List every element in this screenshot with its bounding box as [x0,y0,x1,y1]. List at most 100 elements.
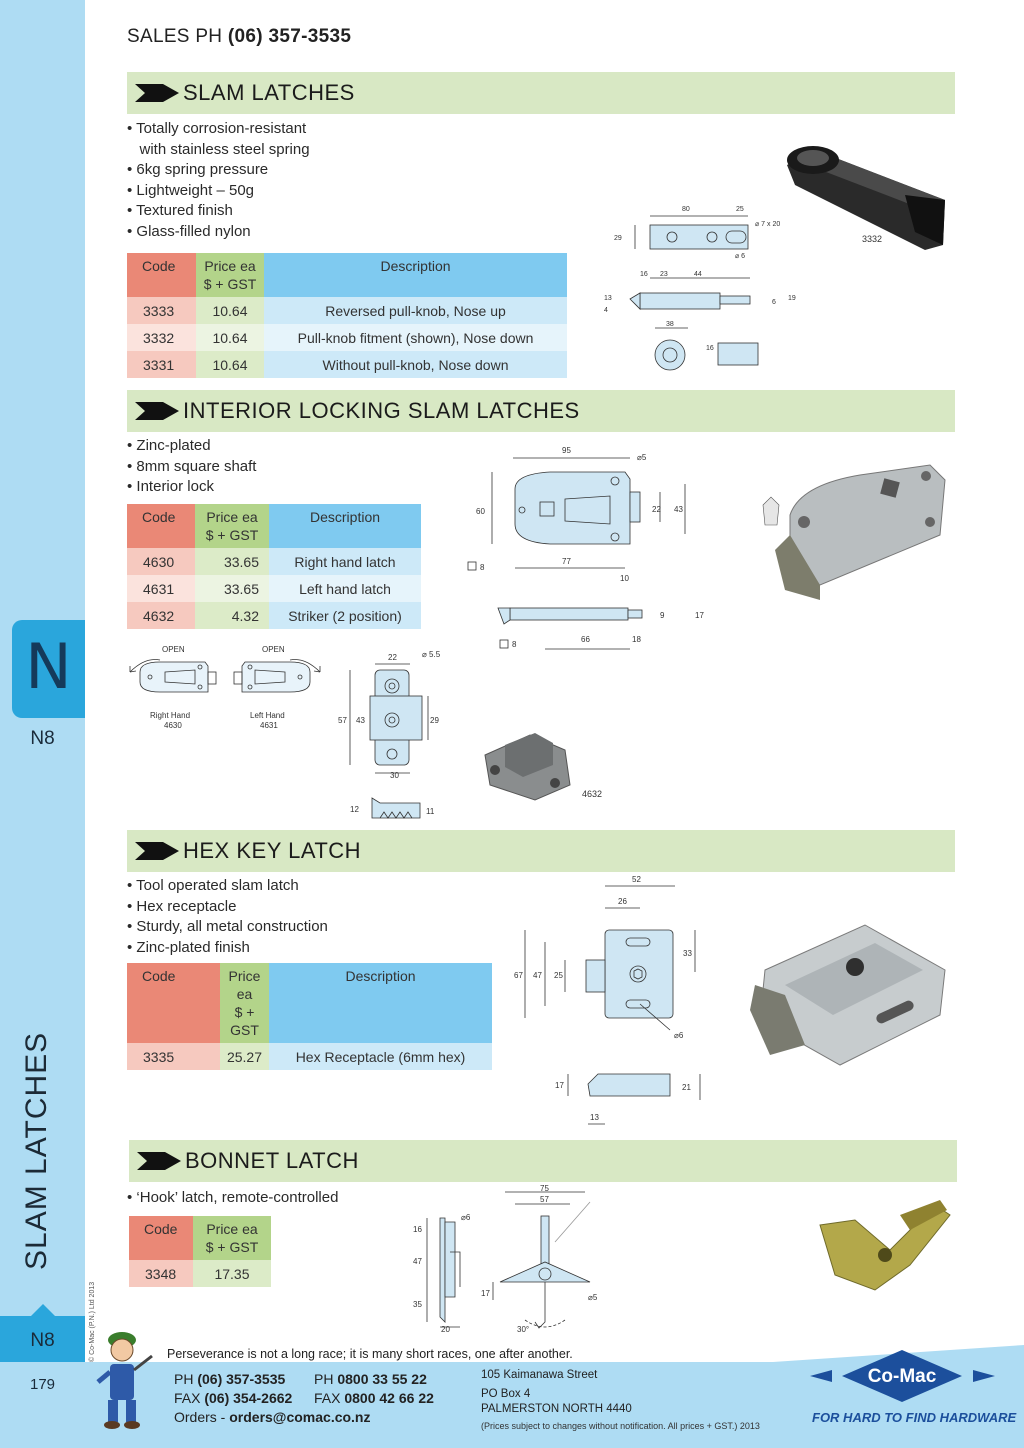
svg-text:95: 95 [562,446,571,455]
footer-orders[interactable]: Orders - orders@comac.co.nz [174,1409,371,1425]
section-title: SLAM LATCHES [183,80,355,105]
svg-text:29: 29 [614,235,622,242]
svg-text:Right Hand: Right Hand [150,711,190,720]
svg-text:26: 26 [618,897,627,906]
interior-latch-drawing: 95 ⌀5 60 22 43 77 10 8 9 17 66 18 8 [467,446,704,650]
svg-text:25: 25 [554,971,563,980]
address-line: PO Box 4 [481,1388,531,1400]
svg-text:35: 35 [413,1300,422,1309]
svg-text:60: 60 [476,507,485,516]
svg-text:43: 43 [356,716,365,725]
bullet: • Sturdy, all metal construction [127,918,328,936]
hex-latch-photo [750,924,946,1066]
footer-phone-freephone: PH 0800 33 55 22 [314,1371,427,1387]
footer-fax-freefax: FAX 0800 42 66 22 [314,1390,434,1406]
col-description: Description [269,963,492,1043]
bullet: • 8mm square shaft [127,457,257,475]
bullet: • Totally corrosion-resistant [127,120,307,137]
svg-text:17: 17 [555,1081,564,1090]
col-price: Price ea$ + GST [196,253,264,297]
striker-photo [484,733,571,801]
bullet: • Lightweight – 50g [127,181,255,199]
interior-bullets: • Zinc-plated • 8mm square shaft • Inter… [127,436,256,498]
svg-text:38: 38 [666,321,674,328]
svg-text:9: 9 [660,611,665,620]
bullet: • Hex receptacle [127,897,237,915]
col-code: Code [127,504,195,548]
svg-text:17: 17 [695,611,704,620]
hex-bullets: • Tool operated slam latch • Hex recepta… [127,876,328,958]
svg-text:8: 8 [480,563,485,572]
svg-text:77: 77 [562,557,571,566]
svg-text:⌀ 7 x 20: ⌀ 7 x 20 [755,221,780,228]
section-header-hex: HEX KEY LATCH [127,830,955,872]
svg-text:⌀5: ⌀5 [588,1293,598,1302]
section-title: HEX KEY LATCH [183,838,362,863]
footer-phone: PH (06) 357-3535 [174,1371,286,1387]
striker-drawing: 22 ⌀ 5.5 57 43 29 30 12 11 [338,650,441,819]
col-description: Description [264,253,567,297]
svg-text:⌀ 5.5: ⌀ 5.5 [422,650,441,659]
svg-text:16: 16 [706,345,714,352]
svg-text:80: 80 [682,206,690,213]
svg-text:30°: 30° [517,1325,529,1334]
arrow-icon [135,842,179,860]
page-number: 179 [29,1376,56,1393]
svg-text:12: 12 [350,805,359,814]
footer-quote: Perseverance is not a long race; it is m… [167,1347,573,1361]
svg-text:33: 33 [683,949,692,958]
hex-latch-drawing: 52 26 67 47 25 33 ⌀6 17 21 13 [514,875,701,1125]
bullet: • Zinc-plated [127,437,211,454]
bullet: • Interior lock [127,478,214,496]
svg-text:21: 21 [682,1083,691,1092]
svg-text:20: 20 [441,1325,450,1334]
bullet: • 6kg spring pressure [127,161,269,179]
svg-text:16: 16 [640,271,648,278]
svg-text:67: 67 [514,971,523,980]
svg-text:11: 11 [426,807,435,816]
photo-label: 3332 [862,234,883,244]
col-price: Price ea$ + GST [195,504,269,548]
bullet: with stainless steel spring [127,140,310,158]
hand-orientation-diagram: OPEN OPEN Right Hand 4630 Left Hand 4631 [129,645,321,730]
bonnet-latch-drawing: 75 57 16 ⌀6 47 35 20 17 ⌀5 30° [413,1184,598,1334]
svg-text:44: 44 [694,271,702,278]
price-disclaimer: (Prices subject to changes without notif… [481,1421,760,1431]
svg-text:10: 10 [620,574,629,583]
arrow-icon [135,402,179,420]
photo-label: 4632 [582,789,603,799]
arrow-icon [137,1152,181,1170]
page-code-bottom: N8 [30,1330,55,1351]
svg-text:47: 47 [413,1257,422,1266]
col-description: Description [269,504,421,548]
address-line: 105 Kaimanawa Street [481,1369,598,1381]
svg-text:8: 8 [512,640,517,649]
sales-prefix: SALES PH [127,26,228,47]
svg-text:30: 30 [390,771,399,780]
section-header-bonnet: BONNET LATCH [129,1140,957,1182]
page-code-block [0,1304,85,1362]
section-tab[interactable]: N [12,620,85,718]
svg-text:4630: 4630 [164,721,182,730]
svg-text:4631: 4631 [260,721,278,730]
interior-latch-photo [762,464,946,600]
col-price: Price ea$ + GST [220,963,269,1043]
svg-text:25: 25 [736,206,744,213]
address-line: PALMERSTON NORTH 4440 [481,1403,632,1415]
section-title: BONNET LATCH [185,1148,359,1173]
svg-text:⌀ 6: ⌀ 6 [735,253,745,260]
svg-text:Left Hand: Left Hand [250,711,285,720]
svg-text:18: 18 [632,635,641,644]
svg-text:57: 57 [540,1195,549,1204]
bullet: • ‘Hook’ latch, remote-controlled [127,1189,339,1206]
slam-latch-drawing: 80 25 ⌀ 7 x 20 29 ⌀ 6 16 23 44 13 4 6 19… [604,206,796,371]
svg-text:23: 23 [660,271,668,278]
section-header-interior: INTERIOR LOCKING SLAM LATCHES [127,390,955,432]
